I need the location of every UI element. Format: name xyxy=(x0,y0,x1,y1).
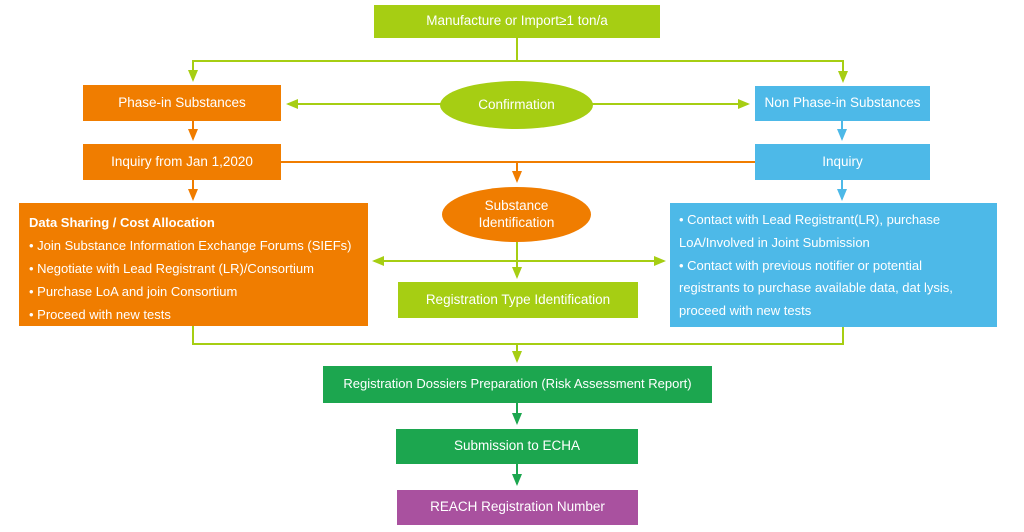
contact-line: • Contact with previous notifier or pote… xyxy=(679,257,923,273)
node-data-sharing: Data Sharing / Cost Allocation • Join Su… xyxy=(19,203,368,326)
node-inquiry: Inquiry xyxy=(755,144,930,180)
node-submission-to-echa: Submission to ECHA xyxy=(396,429,638,464)
substance-identification-line2: Identification xyxy=(478,214,555,230)
node-phase-in-substances: Phase-in Substances xyxy=(83,85,281,121)
node-non-phase-in-substances: Non Phase-in Substances xyxy=(755,86,930,121)
data-sharing-bullet: • Purchase LoA and join Consortium xyxy=(29,284,238,299)
node-substance-identification: Substance Identification xyxy=(442,187,591,242)
contact-line: LoA/Involved in Joint Submission xyxy=(679,234,870,250)
contact-line: proceed with new tests xyxy=(679,303,812,319)
data-sharing-bullet: • Join Substance Information Exchange Fo… xyxy=(29,238,352,253)
node-registration-dossiers-preparation: Registration Dossiers Preparation (Risk … xyxy=(323,366,712,403)
contact-line: registrants to purchase available data, … xyxy=(679,280,953,296)
data-sharing-title: Data Sharing / Cost Allocation xyxy=(29,215,215,230)
data-sharing-bullet: • Proceed with new tests xyxy=(29,307,171,322)
node-reach-registration-number: REACH Registration Number xyxy=(397,490,638,525)
node-confirmation: Confirmation xyxy=(440,81,593,129)
node-registration-type-identification: Registration Type Identification xyxy=(398,282,638,318)
node-manufacture: Manufacture or Import≥1 ton/a xyxy=(374,5,660,38)
data-sharing-bullet: • Negotiate with Lead Registrant (LR)/Co… xyxy=(29,261,314,276)
node-contact-lead-registrant: • Contact with Lead Registrant(LR), purc… xyxy=(670,203,997,327)
node-inquiry-from-2020: Inquiry from Jan 1,2020 xyxy=(83,144,281,180)
contact-line: • Contact with Lead Registrant(LR), purc… xyxy=(679,212,941,227)
substance-identification-line1: Substance xyxy=(484,197,549,213)
